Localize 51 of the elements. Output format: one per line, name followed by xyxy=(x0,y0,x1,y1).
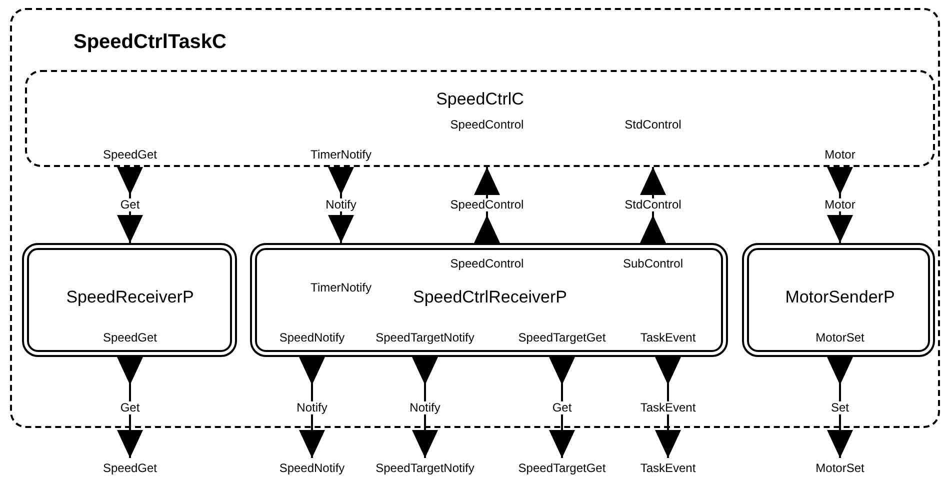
connector-arrow xyxy=(474,167,500,243)
module-box xyxy=(22,243,237,357)
component-name: SpeedCtrlC xyxy=(436,90,524,110)
interface-label: TaskEvent xyxy=(640,331,696,345)
component-name: SpeedCtrlTaskC xyxy=(74,31,226,53)
edge-label: Notify xyxy=(294,400,330,414)
connector-arrow xyxy=(827,357,853,458)
connector-arrow xyxy=(827,167,853,243)
interface-label: SpeedTargetNotify xyxy=(376,458,474,478)
module-box xyxy=(742,243,935,357)
interface-label: MotorSet xyxy=(816,331,864,345)
connector-arrow xyxy=(299,357,325,458)
interface-label: StdControl xyxy=(624,118,682,132)
connector-arrow xyxy=(655,357,681,458)
connector-arrow xyxy=(117,167,143,243)
interface-label: SpeedControl xyxy=(450,118,524,132)
component-name: SpeedReceiverP xyxy=(66,288,194,308)
interface-label: SpeedControl xyxy=(450,257,524,271)
edge-label: Motor xyxy=(822,198,858,212)
interface-label: SpeedGet xyxy=(102,331,158,345)
interface-label: Motor xyxy=(824,148,856,162)
interface-label: SpeedGet xyxy=(102,148,158,162)
edge-label: TaskEvent xyxy=(638,400,698,414)
interface-label: SpeedNotify xyxy=(279,331,345,345)
interface-label: SpeedGet xyxy=(102,458,158,478)
interface-label: SubControl xyxy=(622,257,684,271)
edge-label: Notify xyxy=(408,400,442,414)
interface-label: SpeedTargetGet xyxy=(518,458,606,478)
interface-label: TaskEvent xyxy=(640,458,696,478)
interface-label: SpeedNotify xyxy=(279,458,345,478)
interface-label: SpeedTargetNotify xyxy=(376,331,474,345)
connector-arrow xyxy=(412,357,438,458)
component-name: MotorSenderP xyxy=(785,288,895,308)
edge-label: Get xyxy=(550,400,574,414)
interface-label: TimerNotify xyxy=(310,148,372,162)
interface-label: MotorSet xyxy=(816,458,864,478)
dashed-component-boundary xyxy=(25,70,935,167)
edge-label: Set xyxy=(829,400,851,414)
module-box xyxy=(250,243,728,357)
connector-arrow xyxy=(328,167,354,243)
connector-arrow xyxy=(549,357,575,458)
connector-arrow xyxy=(640,167,666,243)
component-name: SpeedCtrlReceiverP xyxy=(413,288,567,308)
connector-arrow xyxy=(117,357,143,458)
interface-label: TimerNotify xyxy=(310,281,372,295)
edge-label: Get xyxy=(118,198,142,212)
edge-label: Notify xyxy=(324,198,358,212)
edge-label: StdControl xyxy=(622,198,684,212)
edge-label: SpeedControl xyxy=(448,198,526,212)
edge-label: Get xyxy=(118,400,142,414)
interface-label: SpeedTargetGet xyxy=(518,331,606,345)
